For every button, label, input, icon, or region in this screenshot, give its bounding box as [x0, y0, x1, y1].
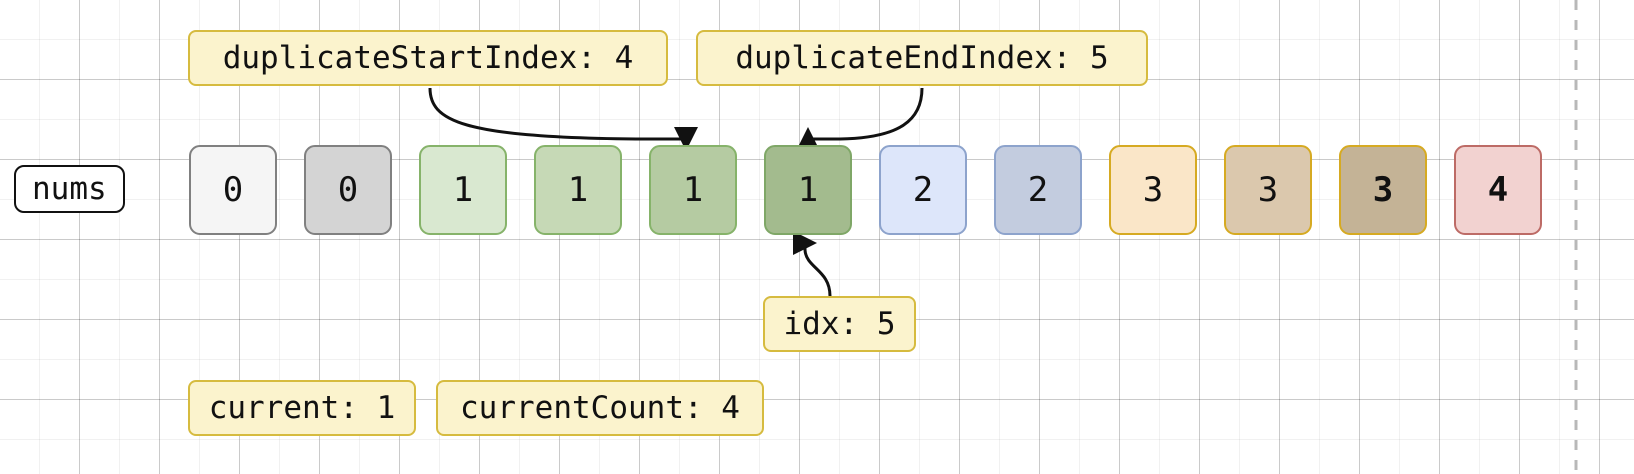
annotation-currentCount-text: currentCount: 4	[460, 389, 740, 426]
array-cell-11: 4	[1454, 145, 1542, 235]
annotation-idx-text: idx: 5	[783, 305, 896, 342]
annotation-duplicateStartIndex-text: duplicateStartIndex: 4	[222, 39, 634, 76]
array-cell-value: 3	[1372, 170, 1394, 210]
array-cell-1: 0	[304, 145, 392, 235]
array-cell-value: 1	[682, 170, 704, 210]
array-cell-value: 2	[912, 170, 934, 210]
annotation-current: current: 1	[188, 380, 416, 436]
array-cell-value: 2	[1027, 170, 1049, 210]
array-cell-3: 1	[534, 145, 622, 235]
arrow-duplicate-start-index	[428, 87, 698, 151]
array-cell-0: 0	[189, 145, 277, 235]
array-cell-2: 1	[419, 145, 507, 235]
array-cell-6: 2	[879, 145, 967, 235]
array-cell-value: 0	[337, 170, 359, 210]
annotation-idx: idx: 5	[763, 296, 916, 352]
array-cell-4: 1	[649, 145, 737, 235]
array-cell-value: 3	[1142, 170, 1164, 210]
array-variable-label: nums	[14, 165, 125, 213]
array-cell-10: 3	[1339, 145, 1427, 235]
array-cell-7: 2	[994, 145, 1082, 235]
array-cell-value: 0	[222, 170, 244, 210]
array-variable-label-text: nums	[32, 170, 107, 207]
array-cell-value: 1	[797, 170, 819, 210]
array-cell-value: 1	[567, 170, 589, 210]
array-cell-value: 1	[452, 170, 474, 210]
annotation-duplicateEndIndex: duplicateEndIndex: 5	[696, 30, 1148, 86]
array-cell-value: 3	[1257, 170, 1279, 210]
array-cell-5: 1	[764, 145, 852, 235]
array-cell-8: 3	[1109, 145, 1197, 235]
annotation-duplicateStartIndex: duplicateStartIndex: 4	[188, 30, 668, 86]
array-cell-9: 3	[1224, 145, 1312, 235]
arrow-idx	[793, 231, 832, 297]
array-cell-value: 4	[1487, 170, 1509, 210]
annotation-duplicateEndIndex-text: duplicateEndIndex: 5	[735, 39, 1109, 76]
annotation-current-text: current: 1	[208, 389, 396, 426]
arrow-duplicate-end-index	[796, 87, 924, 151]
annotation-currentCount: currentCount: 4	[436, 380, 764, 436]
